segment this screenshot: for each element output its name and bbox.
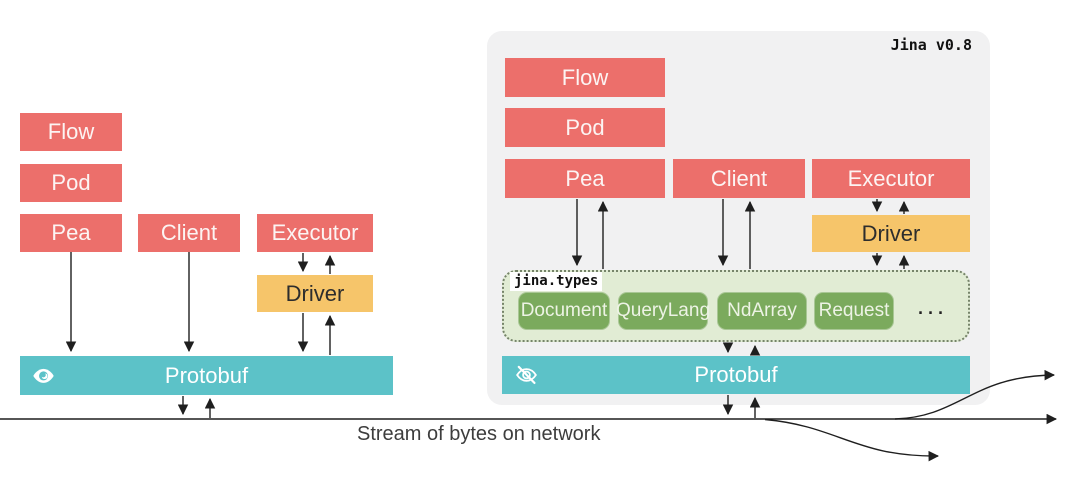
type-request-box: Request xyxy=(814,292,894,330)
left-driver-label: Driver xyxy=(285,280,345,306)
right-flow-box: Flow xyxy=(505,58,665,97)
right-driver-label: Driver xyxy=(861,220,921,246)
left-executor-box: Executor xyxy=(257,214,373,252)
type-ndarray-box: NdArray xyxy=(717,292,807,330)
left-pea-box: Pea xyxy=(20,214,122,252)
left-protobuf-bar: Protobuf xyxy=(20,356,393,395)
left-pea-label: Pea xyxy=(51,220,91,245)
right-pea-box: Pea xyxy=(505,159,665,198)
right-protobuf-label: Protobuf xyxy=(694,362,778,387)
right-pod-label: Pod xyxy=(565,114,605,140)
left-client-label: Client xyxy=(160,220,218,245)
eye-icon xyxy=(31,364,56,387)
network-branch-down-arrow xyxy=(764,418,940,462)
right-driver-box: Driver xyxy=(812,215,970,252)
right-flow-label: Flow xyxy=(561,64,609,90)
right-executor-label: Executor xyxy=(847,165,935,191)
right-client-box: Client xyxy=(673,159,805,198)
right-pea-label: Pea xyxy=(565,165,605,191)
left-executor-label: Executor xyxy=(271,220,359,245)
left-driver-box: Driver xyxy=(257,275,373,312)
network-label: Stream of bytes on network xyxy=(357,423,601,445)
eye-off-icon xyxy=(513,363,540,388)
type-ndarray-label: NdArray xyxy=(727,300,797,321)
type-document-label: Document xyxy=(520,300,608,321)
right-protobuf-bar: Protobuf xyxy=(502,356,970,394)
right-pod-box: Pod xyxy=(505,108,665,147)
type-querylang-label: QueryLang xyxy=(616,300,711,321)
type-document-box: Document xyxy=(518,292,610,330)
type-querylang-box: QueryLang xyxy=(616,292,711,330)
jina-types-label: jina.types xyxy=(510,272,603,291)
left-flow-label: Flow xyxy=(47,119,95,144)
left-client-box: Client xyxy=(138,214,240,252)
types-more-ellipsis: ... xyxy=(916,300,947,318)
left-flow-box: Flow xyxy=(20,113,122,151)
right-executor-box: Executor xyxy=(812,159,970,198)
left-pod-label: Pod xyxy=(51,170,91,195)
left-protobuf-label: Protobuf xyxy=(164,362,249,388)
left-pod-box: Pod xyxy=(20,164,122,202)
panel-title: Jina v0.8 xyxy=(890,36,972,54)
right-client-label: Client xyxy=(710,165,768,191)
type-request-label: Request xyxy=(818,300,890,321)
